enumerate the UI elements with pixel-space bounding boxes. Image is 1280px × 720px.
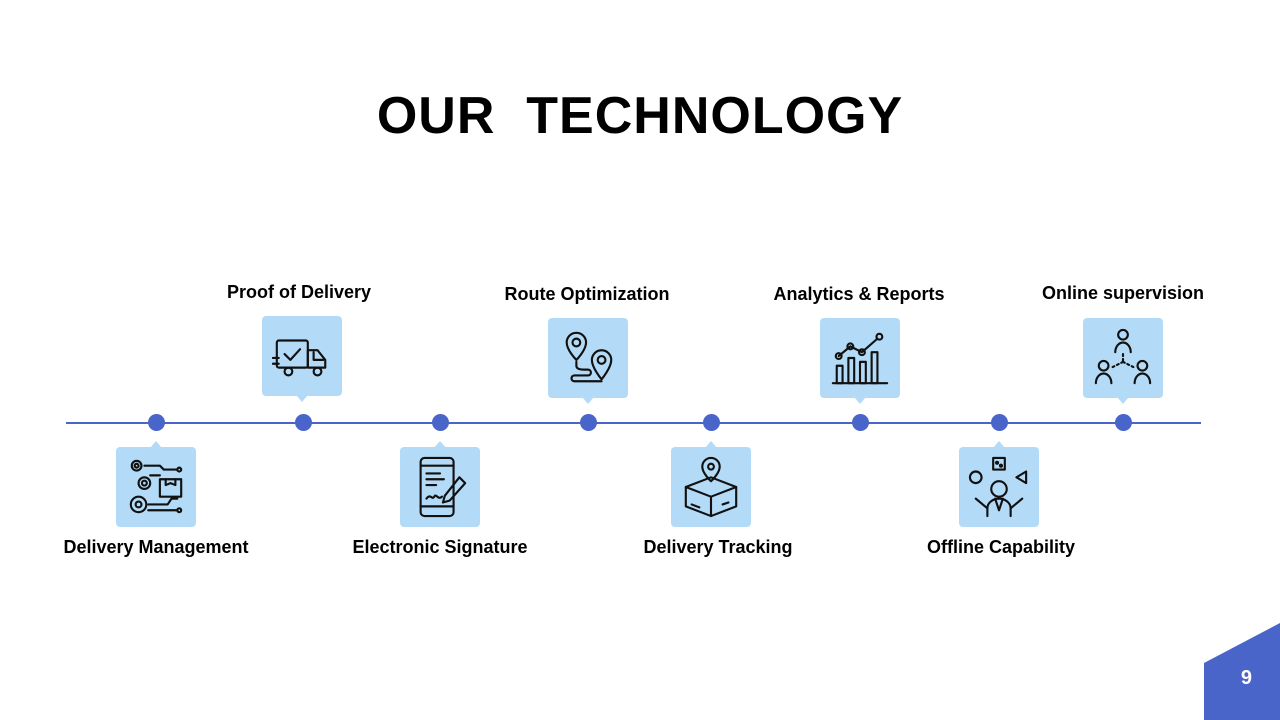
- card-delivery-management: [116, 441, 196, 527]
- gears-circuit-box-icon: [129, 459, 183, 514]
- label-delivery-management: Delivery Management: [63, 537, 249, 557]
- label-delivery-tracking: Delivery Tracking: [643, 537, 793, 557]
- card-offline-capability: [959, 441, 1039, 527]
- card-proof-of-delivery: [262, 316, 342, 402]
- truck-check-icon: [271, 339, 327, 377]
- timeline-line: [66, 422, 1201, 424]
- card-delivery-tracking: [671, 441, 751, 527]
- card-electronic-signature: [400, 441, 480, 527]
- bar-line-chart-icon: [831, 332, 889, 385]
- label-analytics-reports: Analytics & Reports: [773, 284, 945, 304]
- card-analytics-reports: [820, 318, 900, 404]
- timeline-dot-offline-capability: [990, 414, 1008, 431]
- box-location-icon: [684, 456, 738, 518]
- timeline-dot-route-optimization: [579, 414, 597, 431]
- timeline-dot-delivery-management: [147, 414, 165, 431]
- page-corner-shape: [1204, 623, 1280, 720]
- card-route-optimization: [548, 318, 628, 404]
- route-pins-icon: [565, 331, 613, 383]
- slide-title: OUR TECHNOLOGY: [376, 87, 904, 145]
- label-proof-of-delivery: Proof of Delivery: [226, 282, 372, 302]
- timeline-dot-analytics-reports: [851, 414, 869, 431]
- juggling-person-icon: [968, 456, 1028, 518]
- timeline-dot-delivery-tracking: [702, 414, 720, 431]
- timeline-dot-online-supervision: [1114, 414, 1132, 431]
- label-offline-capability: Offline Capability: [926, 537, 1076, 557]
- phone-signature-icon: [419, 456, 467, 518]
- label-electronic-signature: Electronic Signature: [352, 537, 528, 557]
- page-number: 9: [1240, 667, 1252, 689]
- people-network-icon: [1094, 328, 1152, 385]
- label-online-supervision: Online supervision: [1041, 283, 1205, 303]
- timeline-dot-proof-of-delivery: [294, 414, 312, 431]
- card-online-supervision: [1083, 318, 1163, 404]
- timeline-dot-electronic-signature: [431, 414, 449, 431]
- label-route-optimization: Route Optimization: [504, 284, 670, 304]
